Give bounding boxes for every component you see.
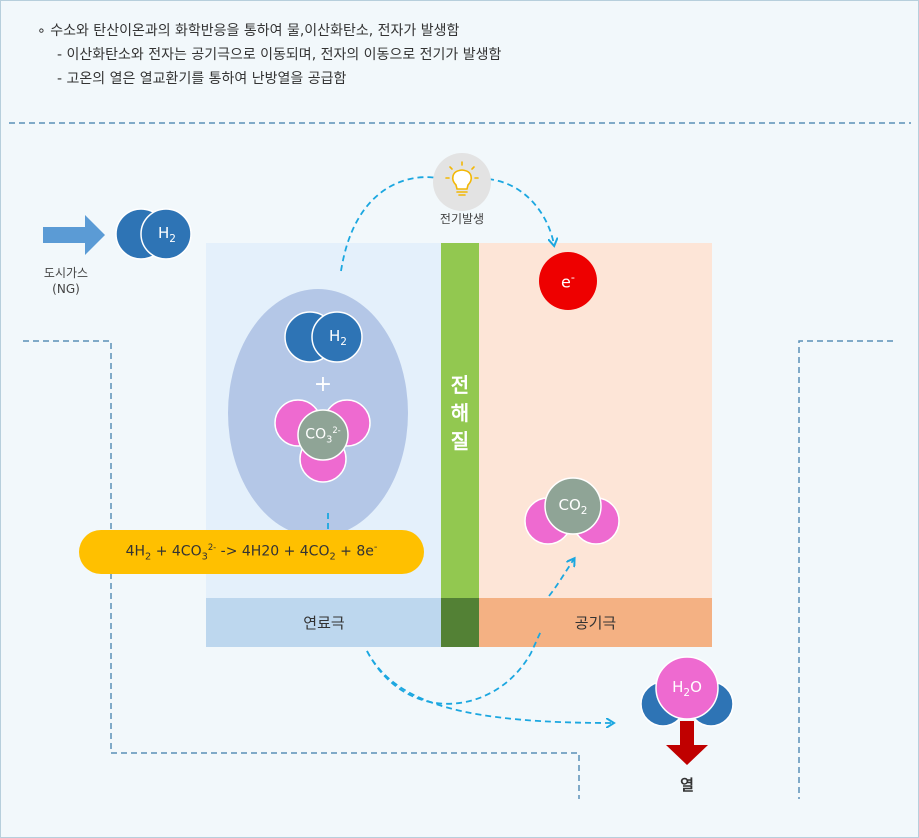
reaction-equation-pill: 4H2 + 4CO32- -> 4H20 + 4CO2 + 8e- xyxy=(79,530,424,574)
co2-return-path-upper xyxy=(548,559,574,597)
electron-circle xyxy=(539,252,597,310)
heat-arrow-icon xyxy=(666,721,708,765)
notes-main-text: 수소와 탄산이온과의 화학반응을 통하여 물,이산화탄소, 전자가 발생함 xyxy=(50,23,460,39)
inlet-h2-atom-2 xyxy=(140,208,192,260)
reactant-h2-label: H2 xyxy=(312,324,364,350)
water-label: H2O xyxy=(657,675,717,701)
heat-exchanger-outline-right xyxy=(798,340,893,799)
carbonate-text: CO32- xyxy=(305,424,341,446)
water-text: H2O xyxy=(672,677,702,699)
notes-block: ∘ 수소와 탄산이온과의 화학반응을 통하여 물,이산화탄소, 전자가 발생함 … xyxy=(37,19,501,91)
reactant-h2-text: H2 xyxy=(329,326,347,348)
heat-label: 열 xyxy=(680,775,694,794)
reactant-h2-atom-2 xyxy=(311,311,363,363)
notes-line-2: - 고온의 열은 열교환기를 통하여 난방열을 공급함 xyxy=(57,71,347,87)
bullet-circle-icon: ∘ xyxy=(37,23,51,39)
co2-text: CO2 xyxy=(558,495,588,517)
electron-text: e- xyxy=(561,270,575,292)
bulb-label: 전기발생 xyxy=(439,212,485,226)
carbonate-label: CO32- xyxy=(293,422,353,448)
fuel-electrode-bar xyxy=(206,598,442,647)
inlet-h2-label: H2 xyxy=(141,221,193,247)
fuel-electrode-label: 연료극 xyxy=(303,614,345,632)
notes-main: ∘ 수소와 탄산이온과의 화학반응을 통하여 물,이산화탄소, 전자가 발생함 xyxy=(37,19,501,43)
electron-path-up xyxy=(340,176,442,272)
co2-carbon xyxy=(544,477,602,535)
inlet-h2-text: H2 xyxy=(158,223,176,245)
electrolyte-bar xyxy=(441,243,479,599)
co2-return-path-lower xyxy=(366,630,542,705)
inlet-arrow-icon xyxy=(43,215,105,255)
notes-line-1: - 이산화탄소와 전자는 공기극으로 이동되며, 전자의 이동으로 전기가 발생… xyxy=(57,47,502,63)
carbonate-carbon xyxy=(297,409,349,461)
inlet-label-line-1: 도시가스 xyxy=(43,266,89,280)
water-output-path xyxy=(366,650,613,723)
air-electrode-label: 공기극 xyxy=(574,614,617,632)
co2-label: CO2 xyxy=(545,493,601,519)
water-oxygen xyxy=(655,656,719,720)
electron-label: e- xyxy=(541,268,595,294)
air-side-panel xyxy=(479,243,712,599)
reaction-equation-text: 4H2 + 4CO32- -> 4H20 + 4CO2 + 8e- xyxy=(125,541,378,563)
plus-sign: + xyxy=(313,371,333,397)
heat-exchanger-outline-left xyxy=(23,340,580,799)
lightbulb-icon xyxy=(445,161,479,196)
electron-path-down xyxy=(487,178,554,245)
inlet-label: 도시가스 (NG) xyxy=(31,265,101,297)
air-electrode-bar xyxy=(479,598,712,647)
electrolyte-base xyxy=(441,598,479,647)
inlet-label-line-2: (NG) xyxy=(52,282,80,296)
